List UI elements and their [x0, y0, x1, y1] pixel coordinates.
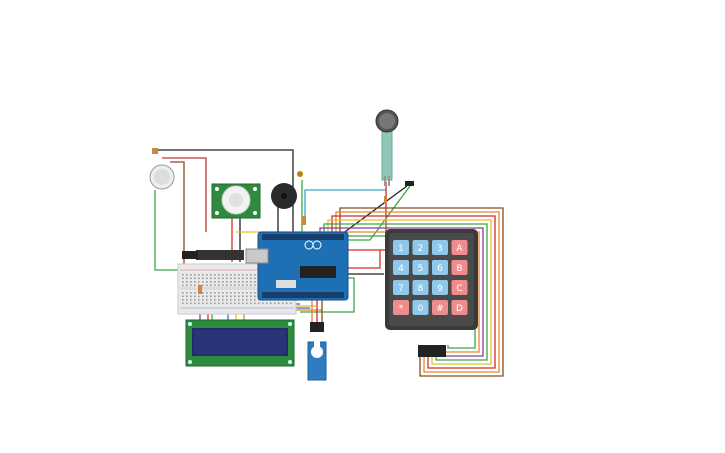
keypad-key-B[interactable]: B: [451, 260, 468, 275]
keypad-key-label: 4: [398, 264, 404, 274]
keypad-key-A[interactable]: A: [451, 240, 468, 255]
keypad-key-star[interactable]: *: [393, 300, 409, 315]
keypad-key-label: 3: [437, 244, 443, 254]
keypad-key-label: D: [456, 304, 463, 314]
servo-motor[interactable]: [307, 322, 327, 381]
pir-sensor[interactable]: [211, 183, 261, 219]
keypad-key-label: 7: [398, 284, 404, 294]
keypad-key-9[interactable]: 9: [432, 280, 448, 295]
keypad-key-label: 6: [437, 264, 443, 274]
keypad-key-label: 1: [398, 244, 404, 254]
resistor-2[interactable]: [198, 285, 202, 294]
keypad-key-label: C: [456, 284, 462, 294]
wire-cyan[interactable]: [304, 189, 386, 222]
keypad-key-1[interactable]: 1: [393, 240, 409, 255]
wire-green-right[interactable]: [300, 277, 355, 313]
keypad-key-label: B: [456, 264, 462, 274]
keypad-key-C[interactable]: C: [451, 280, 468, 295]
wire-kp-5[interactable]: [323, 223, 488, 361]
keypad-key-5[interactable]: 5: [412, 260, 429, 275]
keypad-4x4[interactable]: 1 2 3 A 4 5 6 B 7 8 9 C * 0 # D: [385, 229, 478, 357]
keypad-key-4[interactable]: 4: [393, 260, 409, 275]
wire-red-sensor[interactable]: [162, 157, 207, 232]
lcd-16x2[interactable]: [185, 319, 295, 367]
wire-brown-sensor[interactable]: [170, 161, 185, 270]
arduino-uno[interactable]: [182, 231, 349, 301]
keypad-key-3[interactable]: 3: [432, 240, 448, 255]
round-sensor[interactable]: [149, 148, 175, 190]
keypad-key-label: 2: [418, 244, 424, 254]
keypad-key-label: 0: [418, 304, 424, 314]
keypad-key-6[interactable]: 6: [432, 260, 448, 275]
keypad-key-2[interactable]: 2: [412, 240, 429, 255]
keypad-key-label: *: [399, 304, 404, 314]
keypad-key-hash[interactable]: #: [432, 300, 448, 315]
wire-kp-1[interactable]: [339, 207, 504, 377]
keypad-key-8[interactable]: 8: [412, 280, 429, 295]
keypad-key-0[interactable]: 0: [412, 300, 429, 315]
force-sensor[interactable]: [375, 109, 414, 204]
keypad-key-label: A: [456, 244, 463, 254]
keypad-key-label: 9: [437, 284, 443, 294]
piezo-buzzer[interactable]: [271, 171, 303, 209]
keypad-key-label: 8: [418, 284, 424, 294]
keypad-key-D[interactable]: D: [451, 300, 468, 315]
wire-kp-4[interactable]: [327, 219, 492, 365]
keypad-key-label: #: [436, 304, 444, 314]
resistor[interactable]: [302, 216, 306, 225]
keypad-key-label: 5: [418, 264, 424, 274]
keypad-key-7[interactable]: 7: [393, 280, 409, 295]
